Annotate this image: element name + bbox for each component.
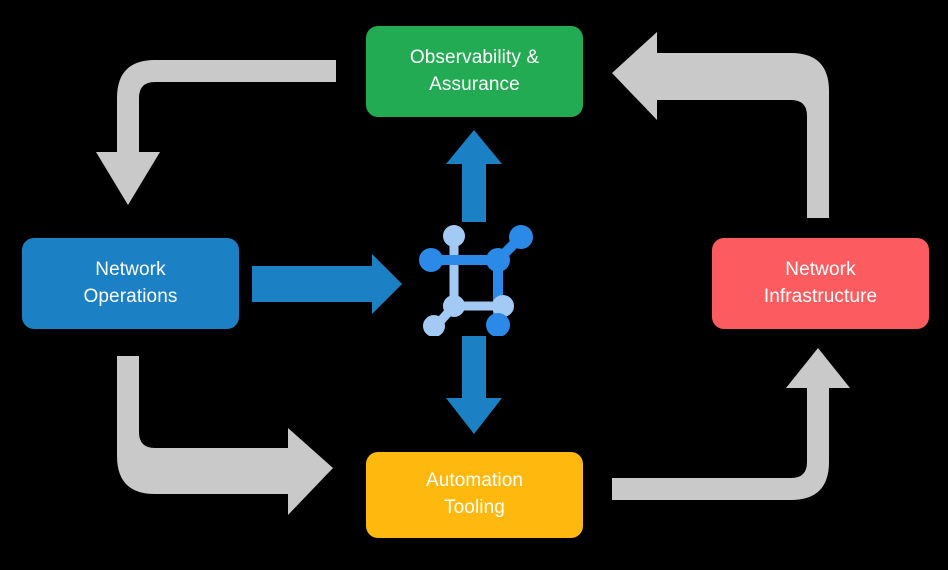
blue-arrow-center-to-observability [446, 130, 502, 222]
node-network-infrastructure[interactable]: Network Infrastructure [712, 238, 929, 329]
network-topology-icon [419, 225, 533, 336]
node-network-operations[interactable]: Network Operations [22, 238, 239, 329]
node-blue-left [419, 248, 443, 272]
node-automation-tooling-label: Automation Tooling [425, 470, 524, 518]
node-blue-hub [486, 248, 510, 272]
gray-arrow-network-infrastructure-to-observability [612, 32, 829, 218]
gray-arrow-observability-to-network-operations [96, 60, 336, 205]
node-light-right [492, 295, 514, 317]
node-observability-assurance[interactable]: Observability & Assurance [366, 26, 583, 117]
blue-arrow-operations-to-center [252, 254, 402, 314]
node-blue-top-right [509, 225, 533, 249]
gray-arrow-network-operations-to-automation-tooling [117, 356, 333, 515]
node-light-mid [443, 295, 465, 317]
node-light-top [443, 225, 465, 247]
blue-arrow-center-to-automation-tooling [446, 336, 502, 434]
node-observability-assurance-label: Observability & Assurance [409, 46, 540, 95]
node-blue-bottom [486, 313, 510, 336]
node-network-operations-label: Network Operations [83, 258, 178, 307]
node-automation-tooling[interactable]: Automation Tooling [366, 452, 583, 538]
node-network-infrastructure-label: Network Infrastructure [763, 258, 878, 307]
node-light-bottom-left [423, 315, 445, 336]
gray-arrow-automation-tooling-to-network-infrastructure [612, 348, 850, 500]
